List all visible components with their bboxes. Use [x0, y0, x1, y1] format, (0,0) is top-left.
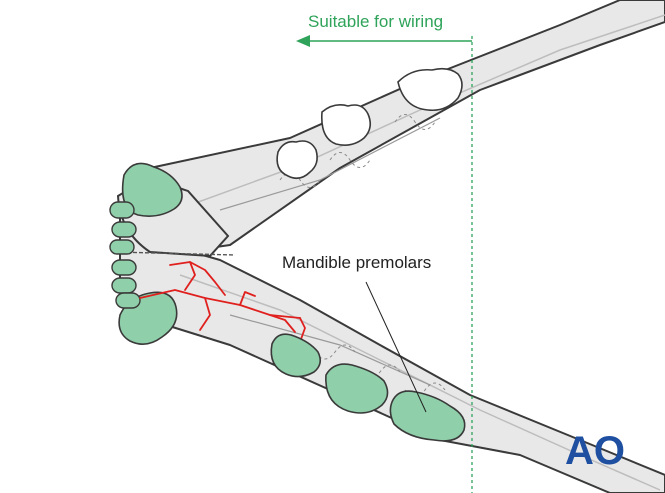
fracture-lines — [139, 261, 306, 343]
upper-canal-line — [219, 117, 441, 211]
wiring-indicator: Suitable for wiring — [296, 12, 473, 493]
incisor-teeth — [109, 201, 141, 309]
upper-inner-ridge — [189, 14, 665, 206]
symphysis-seam — [114, 251, 236, 256]
premolars-leader-line — [365, 281, 427, 413]
fracture-line-branch-2 — [199, 297, 211, 331]
premolar-2 — [325, 363, 389, 414]
upper-teeth — [276, 67, 463, 180]
incisor-3 — [109, 239, 135, 255]
fracture-line-upper — [169, 261, 226, 296]
fracture-line-branch-5 — [239, 291, 256, 306]
incisor-4 — [111, 259, 137, 276]
fracture-line-main — [139, 289, 301, 319]
wiring-arrow-head — [296, 35, 310, 47]
upper-tooth-1 — [276, 140, 318, 180]
lower-bone-body — [119, 199, 665, 493]
upper-tooth-3 — [397, 67, 463, 112]
ao-logo-text: AO — [565, 429, 625, 473]
premolars-callout: Mandible premolars — [282, 253, 431, 413]
incisor-5 — [111, 277, 137, 294]
wiring-label: Suitable for wiring — [308, 12, 443, 31]
fracture-line-branch-3 — [269, 314, 296, 333]
lower-premolars — [270, 333, 466, 442]
fracture-line-branch-4 — [299, 317, 306, 343]
incisor-6 — [115, 292, 141, 309]
premolar-3 — [389, 390, 466, 442]
premolar-1 — [270, 333, 322, 378]
premolars-label: Mandible premolars — [282, 253, 431, 272]
incisor-1 — [109, 201, 135, 219]
incisor-2 — [111, 221, 137, 238]
upper-tooth-2 — [320, 104, 372, 146]
upper-canine — [121, 162, 183, 217]
ao-logo: AO — [565, 429, 625, 473]
fracture-line-branch-1 — [184, 261, 196, 291]
